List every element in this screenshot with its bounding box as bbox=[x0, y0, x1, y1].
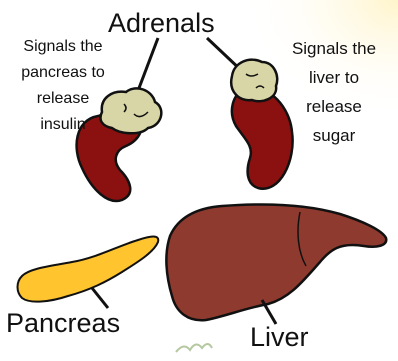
right-signal-note: Signals the liver to release sugar bbox=[278, 34, 390, 150]
right-adrenal-gland bbox=[231, 60, 277, 102]
left-note-line: insulin bbox=[4, 112, 122, 138]
right-note-line: release bbox=[278, 92, 390, 121]
adrenals-label: Adrenals bbox=[108, 8, 215, 39]
left-note-line: release bbox=[4, 86, 122, 112]
liver-organ bbox=[166, 205, 386, 321]
pancreas-organ bbox=[18, 237, 159, 302]
liver-label: Liver bbox=[250, 322, 309, 353]
left-signal-note: Signals the pancreas to release insulin bbox=[4, 34, 122, 138]
pancreas-label: Pancreas bbox=[6, 308, 120, 339]
right-note-line: sugar bbox=[278, 121, 390, 150]
pancreas-pointer bbox=[92, 288, 108, 308]
right-note-line: Signals the bbox=[278, 34, 390, 63]
sketch-mark bbox=[176, 344, 212, 352]
left-note-line: Signals the bbox=[4, 34, 122, 60]
left-note-line: pancreas to bbox=[4, 60, 122, 86]
right-note-line: liver to bbox=[278, 63, 390, 92]
